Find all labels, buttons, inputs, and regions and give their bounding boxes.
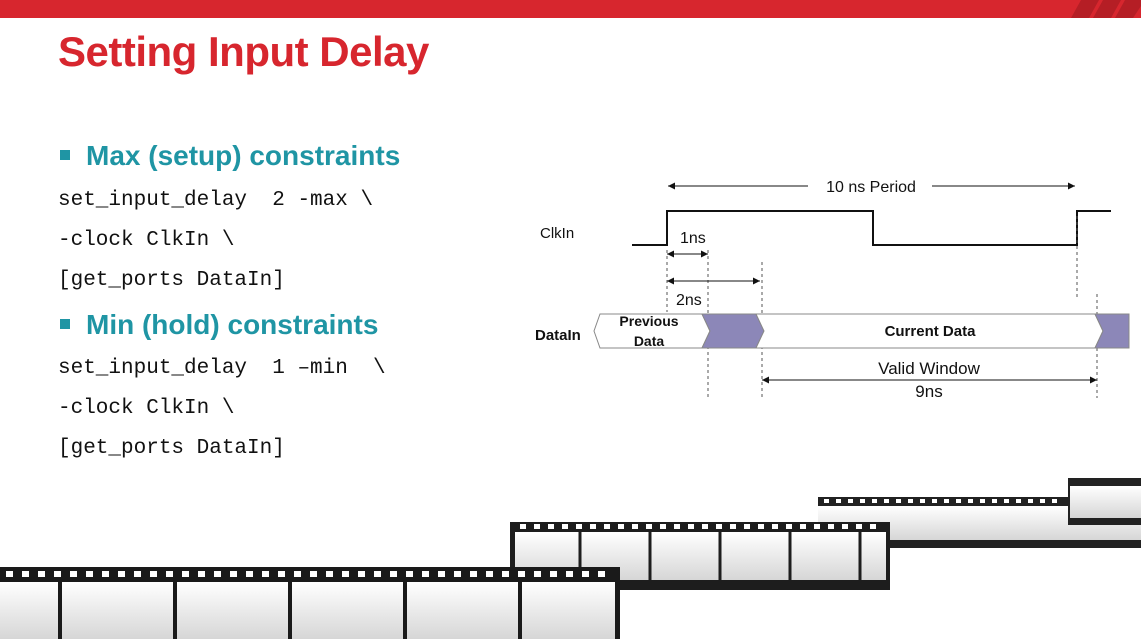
- max-delay-label: 2ns: [676, 292, 702, 309]
- previous-data-label: Data: [634, 333, 665, 349]
- film-strip-front: [0, 567, 620, 639]
- top-banner: [0, 0, 1141, 18]
- current-data-label: Current Data: [885, 323, 977, 340]
- next-transition-region: [1094, 313, 1130, 349]
- slide-title: Setting Input Delay: [58, 28, 429, 75]
- section-heading-max: Max (setup) constraints: [60, 140, 400, 172]
- data-signal-label: DataIn: [535, 327, 581, 344]
- clock-signal-label: ClkIn: [540, 225, 574, 242]
- code-line: set_input_delay 2 -max \: [58, 189, 374, 212]
- valid-window-label: Valid Window: [878, 359, 980, 378]
- film-strip-back: [818, 478, 1141, 548]
- code-line: -clock ClkIn \: [58, 397, 235, 420]
- code-line: -clock ClkIn \: [58, 229, 235, 252]
- previous-data-label: Previous: [619, 313, 678, 329]
- code-line: [get_ports DataIn]: [58, 269, 285, 292]
- section-heading-min-text: Min (hold) constraints: [86, 309, 379, 340]
- code-line: set_input_delay 1 –min \: [58, 357, 386, 380]
- code-line: [get_ports DataIn]: [58, 437, 285, 460]
- period-label: 10 ns Period: [826, 179, 916, 196]
- valid-window-value: 9ns: [915, 382, 942, 401]
- bullet-icon: [60, 318, 70, 329]
- corner-pattern-icon: [1071, 0, 1141, 18]
- bullet-icon: [60, 149, 70, 160]
- section-heading-max-text: Max (setup) constraints: [86, 140, 401, 171]
- min-delay-label: 1ns: [680, 230, 706, 247]
- section-heading-min: Min (hold) constraints: [60, 309, 378, 341]
